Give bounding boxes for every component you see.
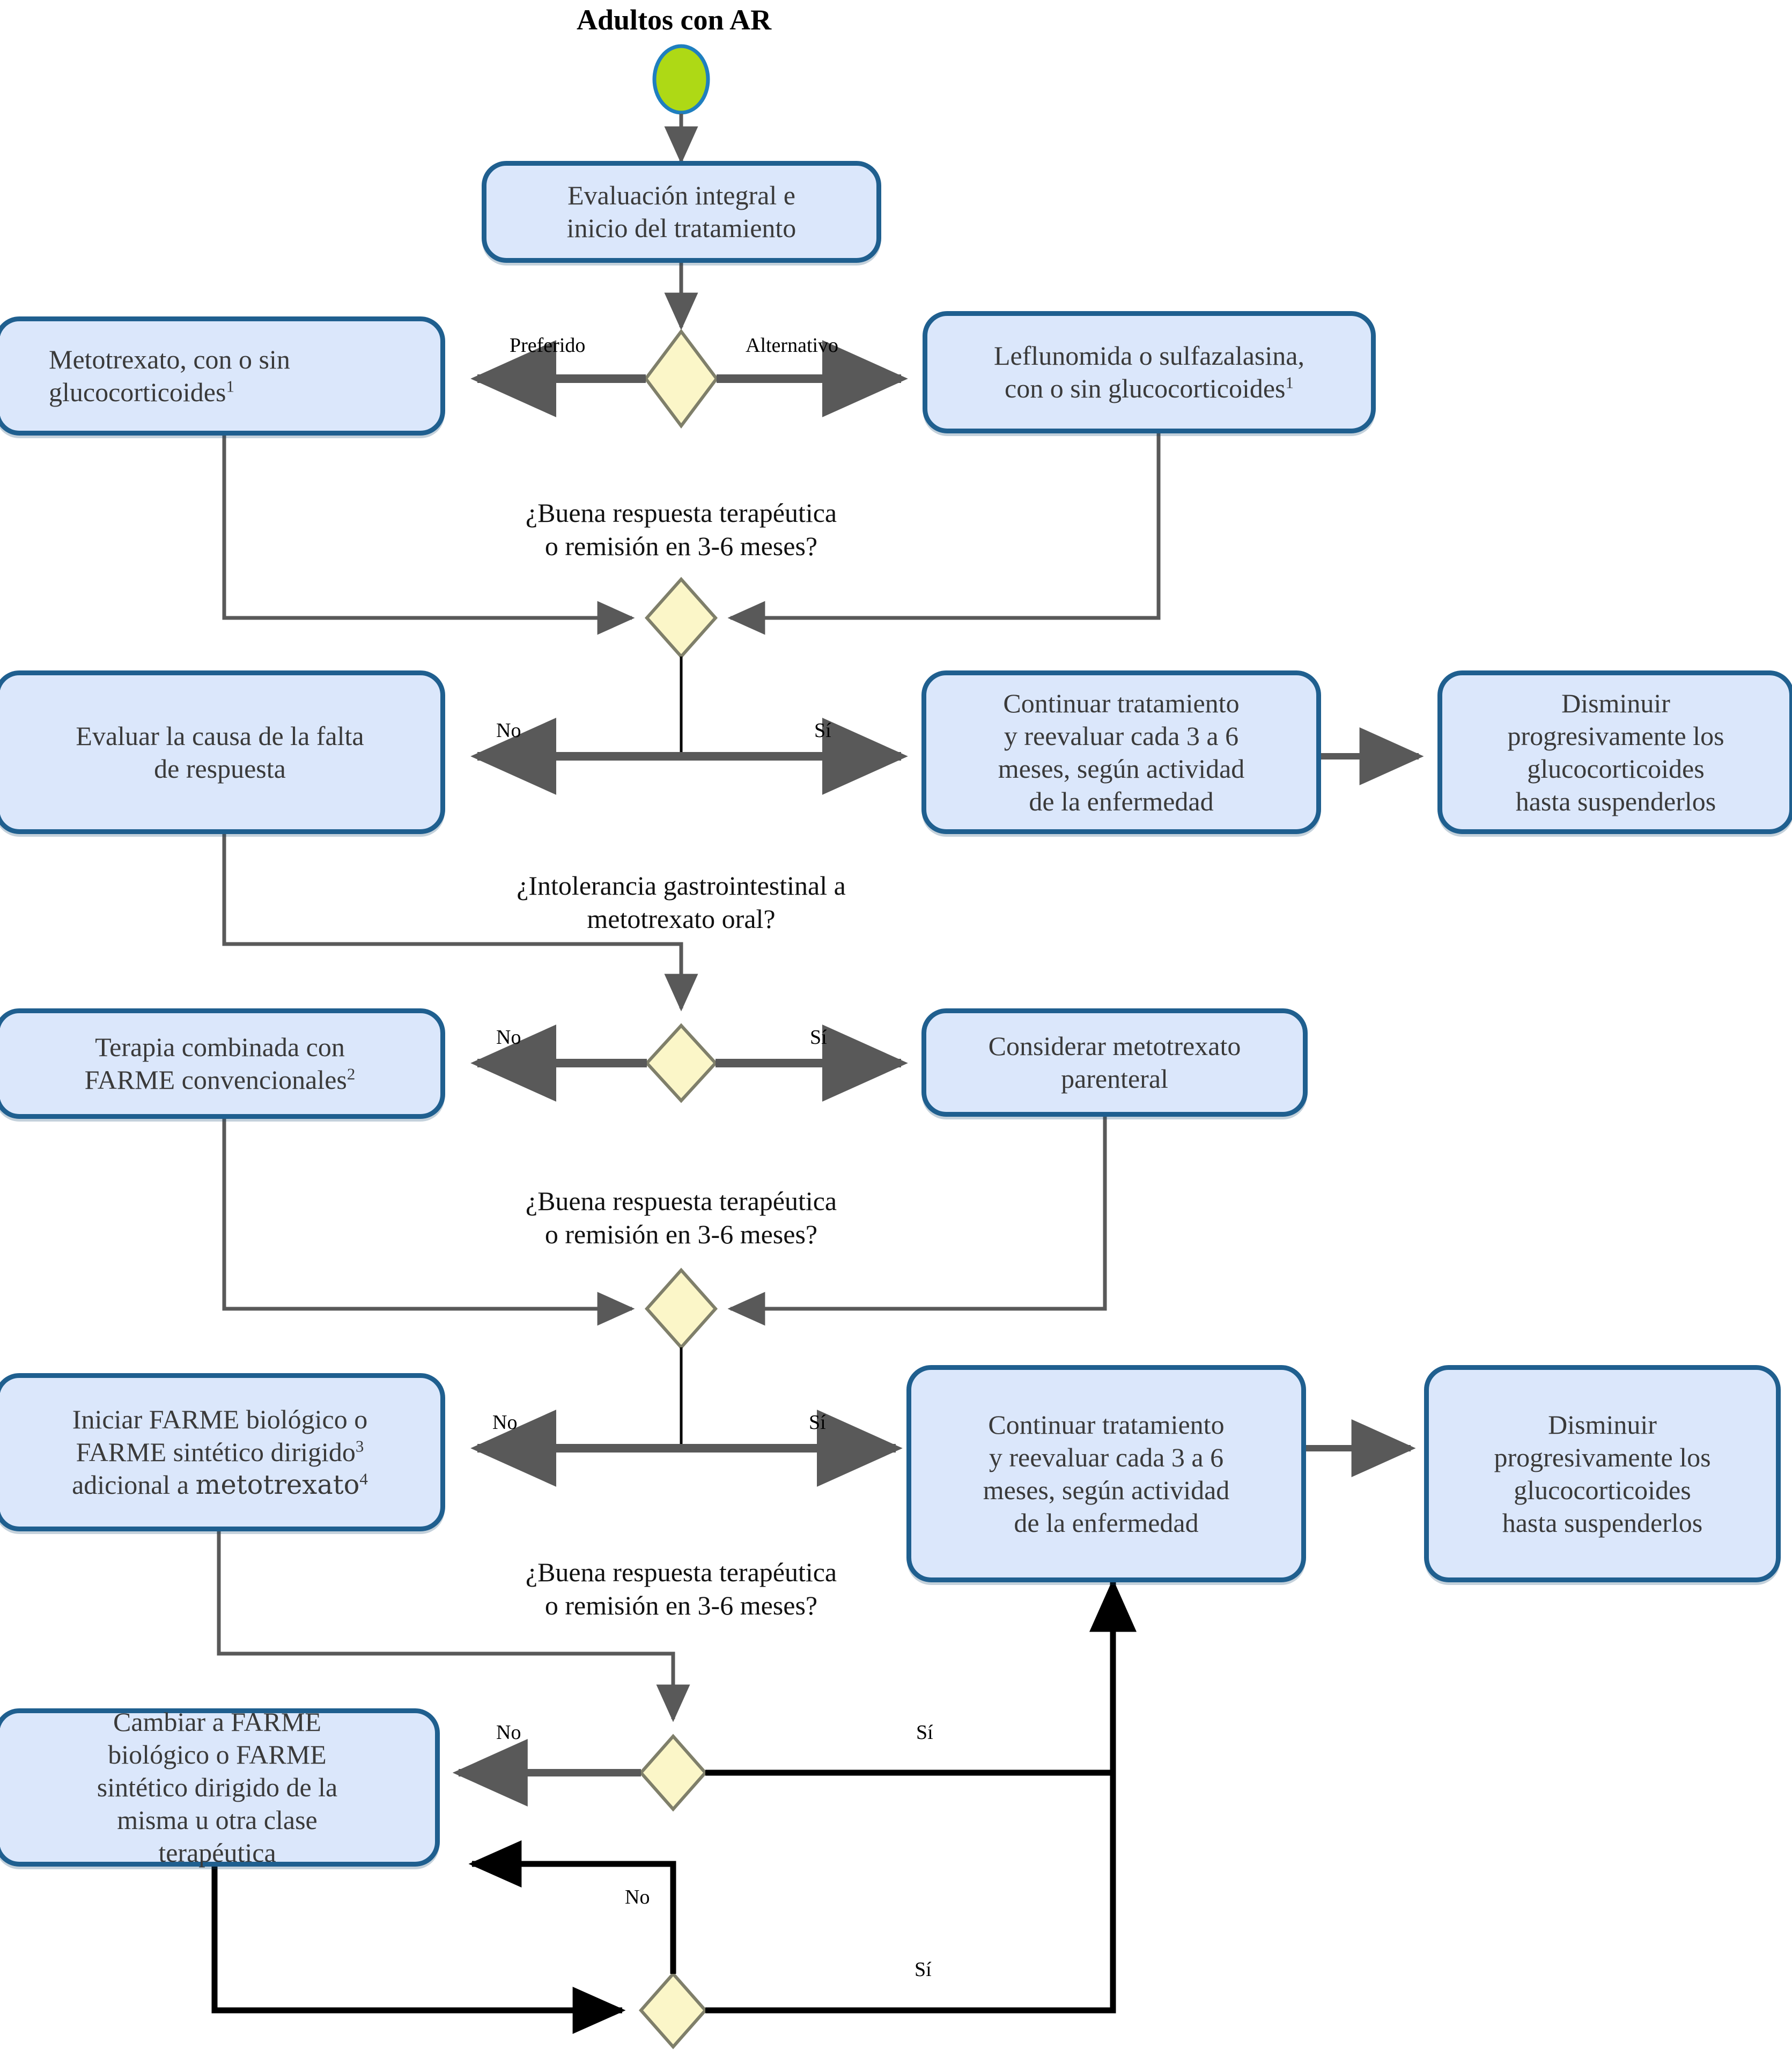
node-metotrexato-parenteral: Considerar metotrexato parenteral bbox=[921, 1008, 1308, 1117]
node-iniciar-farme-footnote-4: 4 bbox=[359, 1469, 368, 1488]
node-metotrexato-parenteral-label: Considerar metotrexato parenteral bbox=[988, 1031, 1241, 1094]
node-metotrexato-footnote: 1 bbox=[226, 377, 234, 396]
decision-respuesta-4 bbox=[638, 1971, 708, 2049]
node-evaluar-causa-label: Evaluar la causa de la falta de respuest… bbox=[76, 720, 364, 784]
diagram-title: Adultos con AR bbox=[577, 4, 772, 36]
node-evaluacion-integral-label: Evaluación integral e inicio del tratami… bbox=[566, 180, 797, 243]
node-disminuir-glucocorticoides-2-label: Disminuir progresivamente los glucocorti… bbox=[1494, 1409, 1711, 1538]
edge-label-no-4: No bbox=[496, 1721, 521, 1744]
node-continuar-tratamiento-1-label: Continuar tratamiento y reevaluar cada 3… bbox=[998, 688, 1245, 816]
node-metotrexato: Metotrexato, con o sin glucocorticoides1 bbox=[0, 316, 445, 436]
node-iniciar-farme-metotrexato: metotrexato bbox=[195, 1469, 360, 1500]
question-respuesta-3: ¿Buena respuesta terapéutica o remisión … bbox=[525, 1557, 837, 1620]
decision-intolerancia-gi bbox=[644, 1023, 718, 1103]
node-disminuir-glucocorticoides-1-label: Disminuir progresivamente los glucocorti… bbox=[1507, 688, 1724, 816]
node-iniciar-farme-line1: Iniciar FARME biológico o bbox=[72, 1404, 368, 1434]
node-leflunomida-footnote: 1 bbox=[1285, 373, 1294, 392]
node-iniciar-farme-footnote-3: 3 bbox=[355, 1436, 364, 1456]
edge-label-si-1: Sí bbox=[814, 719, 831, 742]
decision-respuesta-1 bbox=[644, 577, 718, 659]
decision-preferido-alternativo bbox=[644, 329, 719, 429]
node-disminuir-glucocorticoides-2: Disminuir progresivamente los glucocorti… bbox=[1424, 1365, 1781, 1582]
question-intolerancia-gi: ¿Intolerancia gastrointestinal a metotre… bbox=[517, 871, 846, 934]
edge-label-si-2: Sí bbox=[810, 1026, 827, 1049]
edge-label-no-2: No bbox=[496, 1026, 521, 1049]
edge-label-si-4: Sí bbox=[916, 1721, 933, 1744]
node-terapia-combinada-label: Terapia combinada con FARME convencional… bbox=[84, 1032, 347, 1095]
edge-label-preferido: Preferido bbox=[510, 334, 586, 357]
node-terapia-combinada: Terapia combinada con FARME convencional… bbox=[0, 1008, 445, 1119]
node-leflunomida: Leflunomida o sulfazalasina, con o sin g… bbox=[923, 311, 1376, 433]
question-respuesta-2: ¿Buena respuesta terapéutica o remisión … bbox=[525, 1186, 837, 1249]
node-evaluar-causa: Evaluar la causa de la falta de respuest… bbox=[0, 670, 445, 834]
decision-respuesta-3 bbox=[638, 1734, 708, 1812]
question-respuesta-1: ¿Buena respuesta terapéutica o remisión … bbox=[525, 498, 837, 561]
node-evaluacion-integral: Evaluación integral e inicio del tratami… bbox=[482, 161, 881, 263]
node-iniciar-farme: Iniciar FARME biológico o FARME sintétic… bbox=[0, 1373, 445, 1531]
decision-respuesta-2 bbox=[644, 1267, 718, 1350]
node-leflunomida-label: Leflunomida o sulfazalasina, con o sin g… bbox=[994, 341, 1304, 403]
edge-label-no-3: No bbox=[492, 1411, 518, 1434]
node-iniciar-farme-line3-prefix: adicional a bbox=[72, 1470, 196, 1500]
edge-label-si-5: Sí bbox=[915, 1958, 932, 1981]
node-continuar-tratamiento-2-label: Continuar tratamiento y reevaluar cada 3… bbox=[983, 1409, 1230, 1538]
start-oval bbox=[652, 44, 710, 115]
node-disminuir-glucocorticoides-1: Disminuir progresivamente los glucocorti… bbox=[1437, 670, 1792, 834]
node-continuar-tratamiento-1: Continuar tratamiento y reevaluar cada 3… bbox=[921, 670, 1321, 834]
node-iniciar-farme-line2: FARME sintético dirigido bbox=[76, 1437, 356, 1467]
edge-label-no-5: No bbox=[625, 1886, 650, 1908]
edge-label-si-3: Sí bbox=[809, 1411, 826, 1434]
node-continuar-tratamiento-2: Continuar tratamiento y reevaluar cada 3… bbox=[906, 1365, 1306, 1582]
edge-label-no-1: No bbox=[496, 719, 521, 742]
node-cambiar-farme: Cambiar a FARME biológico o FARME sintét… bbox=[0, 1707, 440, 1868]
node-terapia-combinada-footnote: 2 bbox=[346, 1064, 356, 1083]
node-metotrexato-label: Metotrexato, con o sin glucocorticoides bbox=[49, 344, 290, 407]
node-cambiar-farme-label: Cambiar a FARME biológico o FARME sintét… bbox=[97, 1707, 338, 1868]
edge-label-alternativo: Alternativo bbox=[746, 334, 839, 357]
